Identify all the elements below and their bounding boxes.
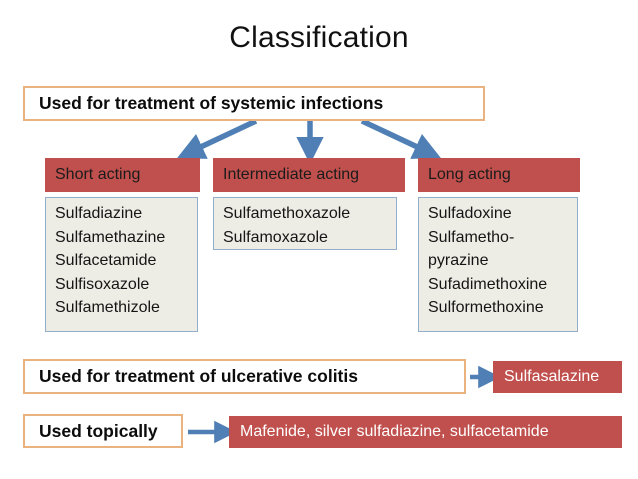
- ulcerative-colitis-header: Used for treatment of ulcerative colitis: [23, 359, 466, 394]
- column-header-short-acting-label: Short acting: [55, 166, 141, 183]
- drug-list-long-acting: Sulfadoxine Sulfametho- pyrazine Sufadim…: [418, 197, 578, 332]
- list-item: pyrazine: [428, 252, 489, 269]
- systemic-infections-label: Used for treatment of systemic infection…: [39, 93, 384, 113]
- topical-header: Used topically: [23, 414, 183, 448]
- ulcerative-colitis-label: Used for treatment of ulcerative colitis: [39, 366, 358, 386]
- topical-drug-box: Mafenide, silver sulfadiazine, sulfaceta…: [229, 416, 622, 448]
- list-item: Sulfisoxazole: [55, 275, 150, 293]
- list-item: Sulfacetamide: [55, 252, 157, 269]
- list-item: Sulfamoxazole: [223, 228, 328, 246]
- arrow-down-right-icon: [360, 118, 441, 159]
- list-item: Sulfamethoxazole: [223, 205, 351, 222]
- list-item: Sulfadoxine: [428, 205, 512, 222]
- list-item: Sulfadiazine: [55, 205, 143, 222]
- list-item: Sulfamethizole: [55, 299, 160, 316]
- list-item: Sulfametho-: [428, 228, 515, 246]
- column-header-intermediate-acting: Intermediate acting: [213, 158, 405, 192]
- column-header-long-acting: Long acting: [418, 158, 580, 192]
- colitis-drug-label: Sulfasalazine: [504, 368, 600, 385]
- drug-list-intermediate-acting: Sulfamethoxazole Sulfamoxazole: [213, 197, 397, 250]
- list-item: Sufadimethoxine: [428, 275, 548, 293]
- drug-list-short-acting: Sulfadiazine Sulfamethazine Sulfacetamid…: [45, 197, 198, 332]
- column-header-intermediate-acting-label: Intermediate acting: [223, 166, 360, 183]
- page-title: Classification: [229, 21, 409, 54]
- topical-drug-label: Mafenide, silver sulfadiazine, sulfaceta…: [240, 423, 549, 440]
- column-header-long-acting-label: Long acting: [428, 166, 511, 183]
- systemic-infections-header: Used for treatment of systemic infection…: [23, 86, 485, 121]
- arrow-down-left-icon: [177, 118, 258, 159]
- column-header-short-acting: Short acting: [45, 158, 200, 192]
- list-item: Sulformethoxine: [428, 299, 544, 316]
- topical-label: Used topically: [39, 420, 158, 441]
- list-item: Sulfamethazine: [55, 228, 166, 246]
- colitis-drug-box: Sulfasalazine: [493, 361, 622, 393]
